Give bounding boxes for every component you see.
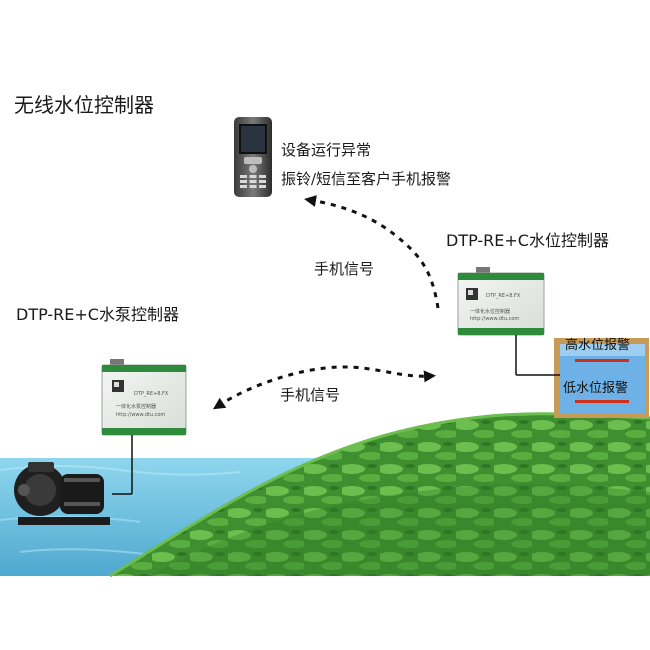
svg-text:http://www.dtu.com: http://www.dtu.com (116, 412, 165, 418)
high-level-sensor-line (575, 359, 629, 362)
mobile-phone-icon (234, 117, 272, 197)
low-level-sensor-line (575, 400, 629, 403)
svg-text:http://www.dtu.com: http://www.dtu.com (470, 316, 519, 322)
pump-controller-label: DTP-RE+C水泵控制器 (16, 305, 179, 324)
alarm-notice-line-2: 振铃/短信至客户手机报警 (281, 170, 452, 188)
signal-path-to-phone (304, 195, 440, 309)
signal-path-between-controllers (212, 365, 436, 410)
page-title: 无线水位控制器 (14, 93, 154, 117)
level-controller-device: DTP_RE+8.FX 一体化水位控制器 http://www.dtu.com (457, 267, 560, 376)
low-water-alarm-label: 低水位报警 (563, 381, 629, 396)
pump-controller-device: DTP_RE+8.FX 一体化水泵控制器 http://www.dtu.com (101, 359, 187, 495)
svg-text:一体化水泵控制器: 一体化水泵控制器 (116, 403, 156, 410)
svg-text:DTP_RE+8.FX: DTP_RE+8.FX (134, 391, 169, 397)
water-pump-icon (14, 462, 110, 525)
hill (109, 412, 650, 578)
signal-label-lower: 手机信号 (280, 386, 341, 404)
svg-text:DTP_RE+8.FX: DTP_RE+8.FX (486, 293, 521, 299)
signal-label-upper: 手机信号 (314, 260, 375, 278)
svg-text:一体化水位控制器: 一体化水位控制器 (470, 308, 510, 315)
water-tank (554, 338, 649, 418)
level-controller-label: DTP-RE+C水位控制器 (446, 231, 609, 250)
alarm-notice-line-1: 设备运行异常 (281, 141, 372, 159)
high-water-alarm-label: 高水位报警 (565, 338, 631, 353)
